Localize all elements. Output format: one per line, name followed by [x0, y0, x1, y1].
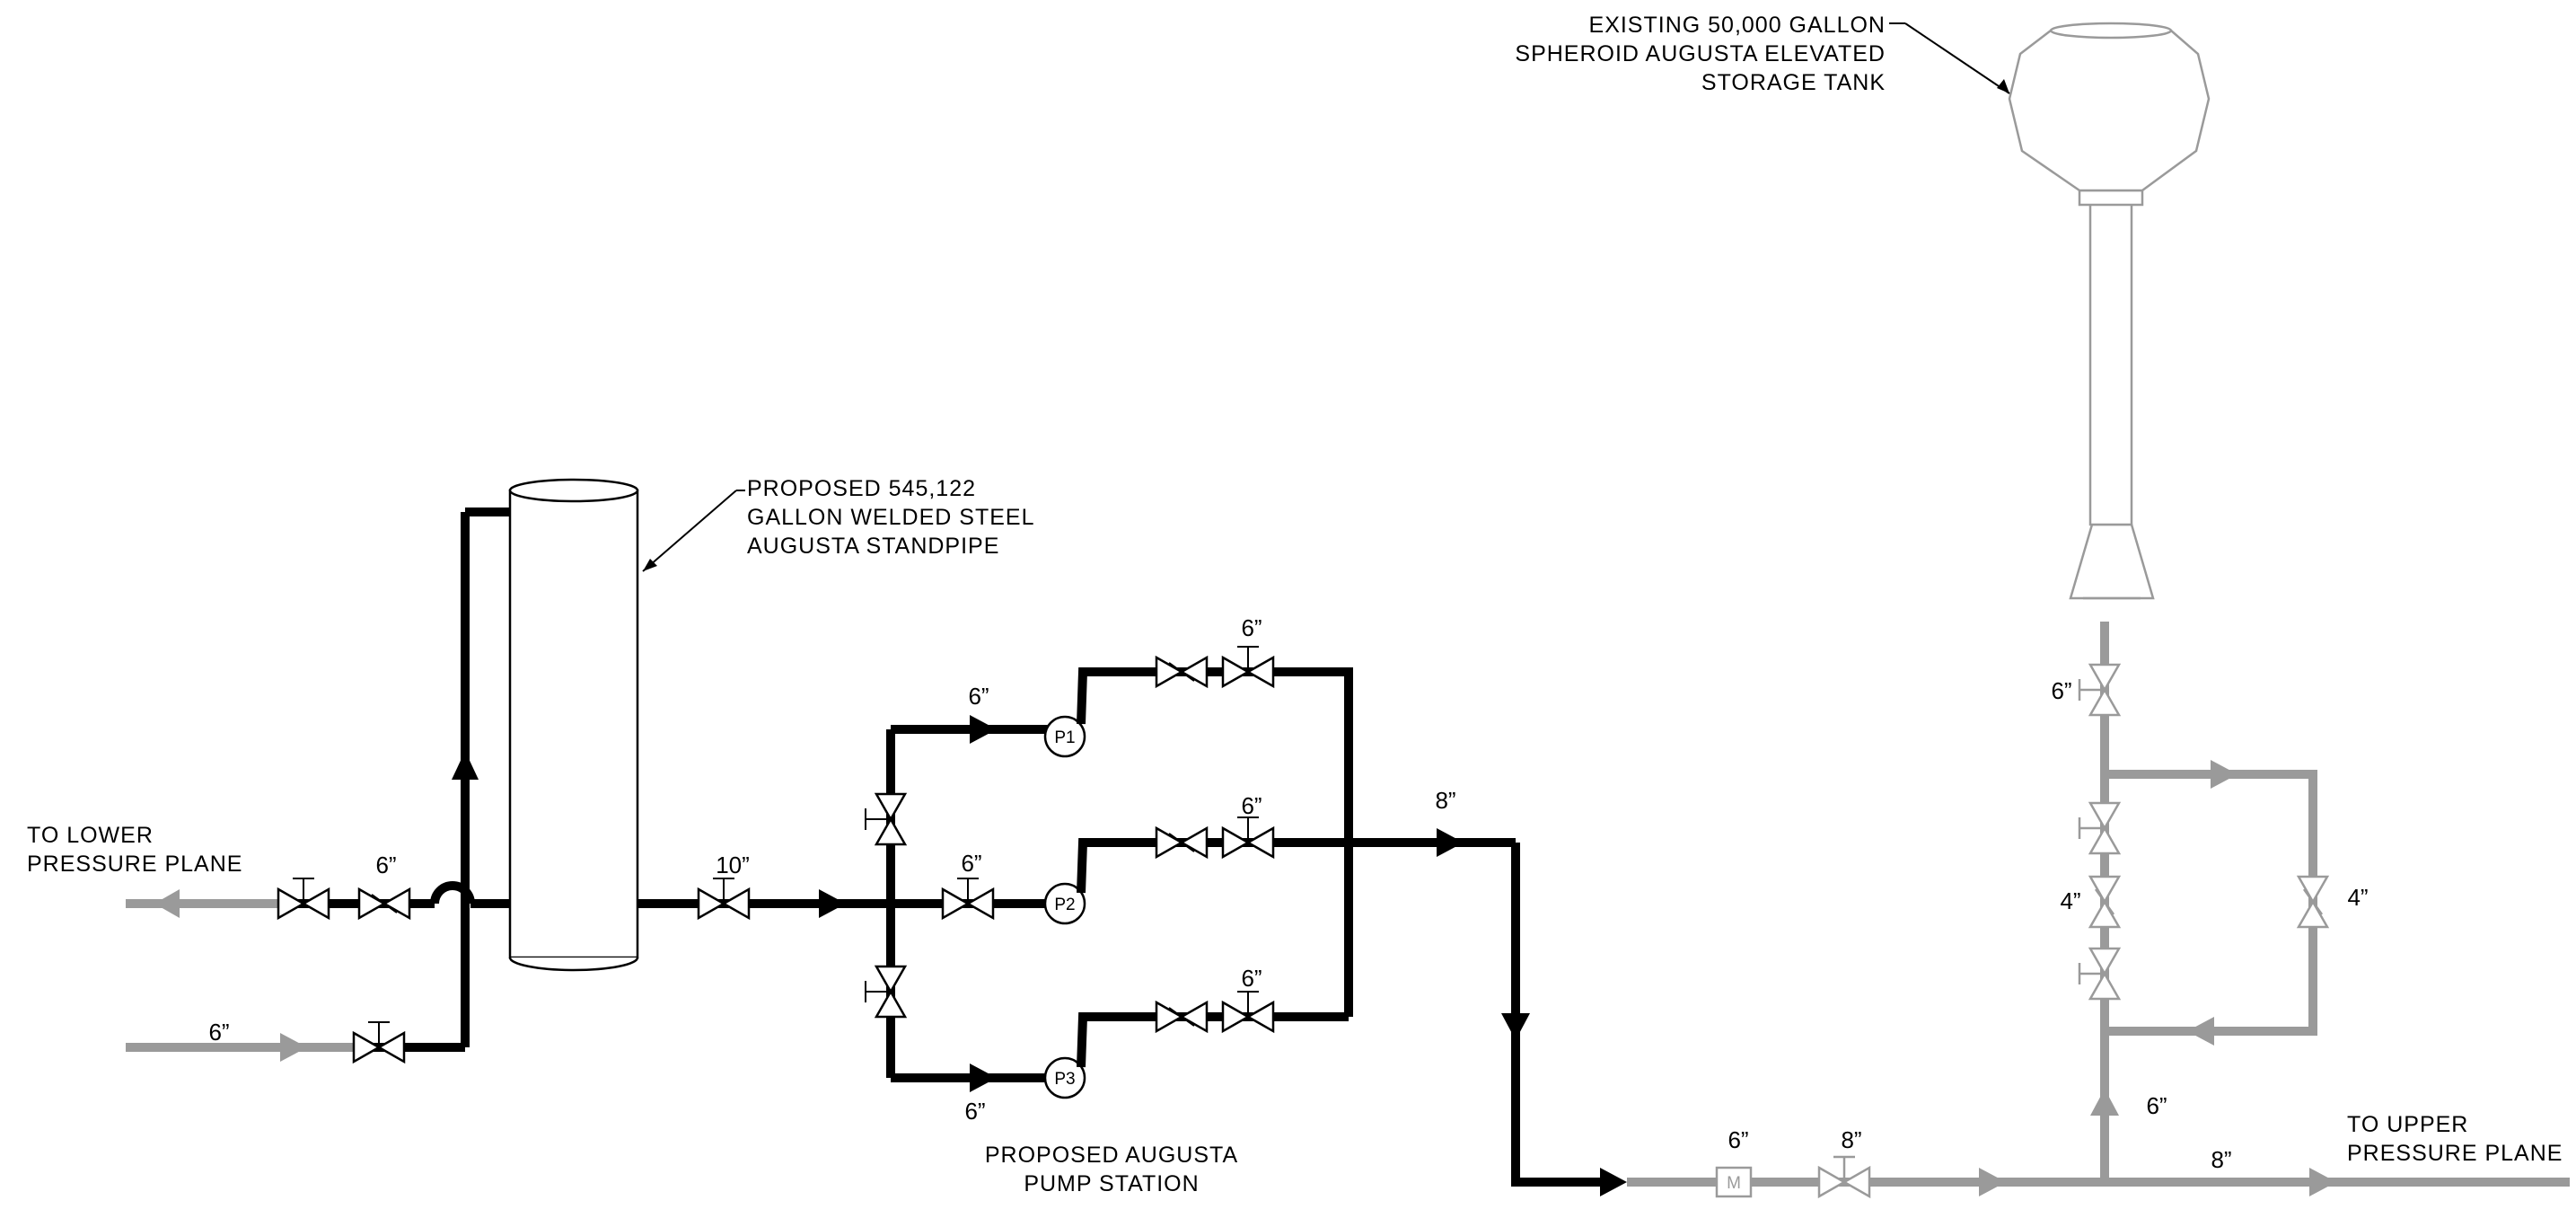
- pipe-size-label: 4”: [2060, 887, 2080, 914]
- pump-station-label: PROPOSED AUGUSTA PUMP STATION: [985, 1143, 1238, 1196]
- pump-label: P2: [1054, 896, 1075, 914]
- flow-meter: M: [1715, 1166, 1753, 1198]
- tank-label: EXISTING 50,000 GALLON SPHEROID AUGUSTA …: [1515, 13, 1886, 95]
- upper-main-pipe: [1627, 1168, 2570, 1196]
- label-line: STORAGE TANK: [1701, 70, 1886, 95]
- gate-valve-icon: [864, 792, 907, 846]
- check-valve-icon: [1155, 826, 1209, 859]
- label-line: PROPOSED AUGUSTA: [985, 1143, 1238, 1168]
- flow-arrow-icon: [2211, 760, 2238, 789]
- label-line: TO LOWER: [27, 823, 154, 848]
- pipe-size-label: 8”: [1841, 1126, 1861, 1153]
- check-valve-icon: [1155, 1001, 1209, 1033]
- lower-plane-outlet-pipe: [126, 889, 296, 918]
- pipe-size-label: 6”: [208, 1019, 229, 1046]
- pipe-size-label: 4”: [2347, 884, 2368, 911]
- gate-valve-icon: [2078, 947, 2121, 1001]
- pump-p3: P3: [1043, 1056, 1086, 1099]
- label-line: GALLON WELDED STEEL: [747, 505, 1034, 530]
- upper-plane-label: TO UPPER PRESSURE PLANE: [2347, 1112, 2563, 1166]
- gate-valve-icon: [2078, 663, 2121, 717]
- meter-label: M: [1727, 1174, 1741, 1193]
- gate-valve-icon: [1221, 645, 1275, 688]
- elevated-storage-tank: [2008, 22, 2211, 600]
- gate-valve-icon: [697, 877, 751, 920]
- label-line: AUGUSTA STANDPIPE: [747, 534, 999, 559]
- check-valve-icon: [1155, 656, 1209, 688]
- standpipe-inlet-riser: [359, 508, 514, 1052]
- label-line: EXISTING 50,000 GALLON: [1589, 13, 1886, 38]
- flow-arrow-icon: [1437, 828, 1464, 857]
- discharge-piping: [1077, 667, 1627, 1196]
- check-valve-icon: [357, 887, 411, 920]
- pipe-size-label: 8”: [2211, 1146, 2231, 1173]
- lower-plane-label: TO LOWER PRESSURE PLANE: [27, 823, 242, 877]
- standpipe-outlet-pipe: [637, 889, 891, 918]
- label-line: TO UPPER: [2347, 1112, 2468, 1137]
- bypass-loop: [2105, 760, 2317, 1046]
- pump-p2: P2: [1043, 882, 1086, 925]
- label-line: PROPOSED 545,122: [747, 476, 976, 501]
- gate-valve-icon: [2078, 801, 2121, 855]
- flow-arrow-icon: [1979, 1168, 2006, 1196]
- gate-valve-icon: [1817, 1155, 1871, 1198]
- pipe-size-label: 10”: [716, 852, 750, 878]
- label-line: PRESSURE PLANE: [27, 852, 242, 877]
- label-line: SPHEROID AUGUSTA ELEVATED: [1515, 41, 1886, 66]
- pump-p1: P1: [1043, 715, 1086, 758]
- flow-arrow-icon: [154, 889, 180, 918]
- pipe-size-label: 6”: [968, 683, 989, 710]
- gate-valve-icon: [941, 877, 995, 920]
- gate-valve-icon: [1221, 816, 1275, 859]
- flow-arrow-icon: [2187, 1017, 2214, 1046]
- pipe-size-label: 6”: [1241, 965, 1262, 992]
- pump-label: P3: [1054, 1070, 1075, 1089]
- pipe-size-label: 6”: [961, 850, 981, 877]
- pipe-size-label: 6”: [1241, 614, 1262, 641]
- standpipe-leader: [642, 490, 745, 572]
- flow-arrow-icon: [970, 1064, 997, 1092]
- flow-arrow-icon: [819, 889, 846, 918]
- standpipe-label: PROPOSED 545,122 GALLON WELDED STEEL AUG…: [747, 476, 1034, 559]
- pipe-size-label: 6”: [2051, 677, 2071, 704]
- gate-valve-icon: [1221, 990, 1275, 1033]
- flow-arrow-icon: [970, 715, 997, 744]
- standpipe-tank: [508, 478, 639, 972]
- pump-label: P1: [1054, 728, 1075, 747]
- pipe-size-label: 6”: [1728, 1126, 1748, 1153]
- flow-arrow-icon: [2090, 1089, 2119, 1116]
- check-valve-icon: [2088, 875, 2121, 929]
- gate-valve-icon: [352, 1020, 406, 1064]
- label-line: PRESSURE PLANE: [2347, 1141, 2563, 1166]
- gate-valve-icon: [864, 965, 907, 1019]
- gate-valve-icon: [277, 877, 330, 920]
- pipe-size-label: 8”: [1435, 787, 1455, 814]
- flow-arrow-icon: [452, 751, 479, 780]
- pipe-size-label: 6”: [375, 852, 396, 878]
- inlet-pipe-gray: [126, 1033, 359, 1062]
- check-valve-icon: [2297, 875, 2329, 929]
- pipe-size-label: 6”: [964, 1098, 985, 1125]
- flow-arrow-icon: [1501, 1013, 1530, 1040]
- pipe-size-label: 6”: [2146, 1092, 2167, 1119]
- pipe-size-label: 6”: [1241, 792, 1262, 819]
- flow-arrow-icon: [280, 1033, 307, 1062]
- label-line: PUMP STATION: [1024, 1171, 1199, 1196]
- tank-leader: [1889, 22, 2010, 94]
- flow-arrow-icon: [2309, 1168, 2336, 1196]
- flow-arrow-icon: [1600, 1168, 1627, 1196]
